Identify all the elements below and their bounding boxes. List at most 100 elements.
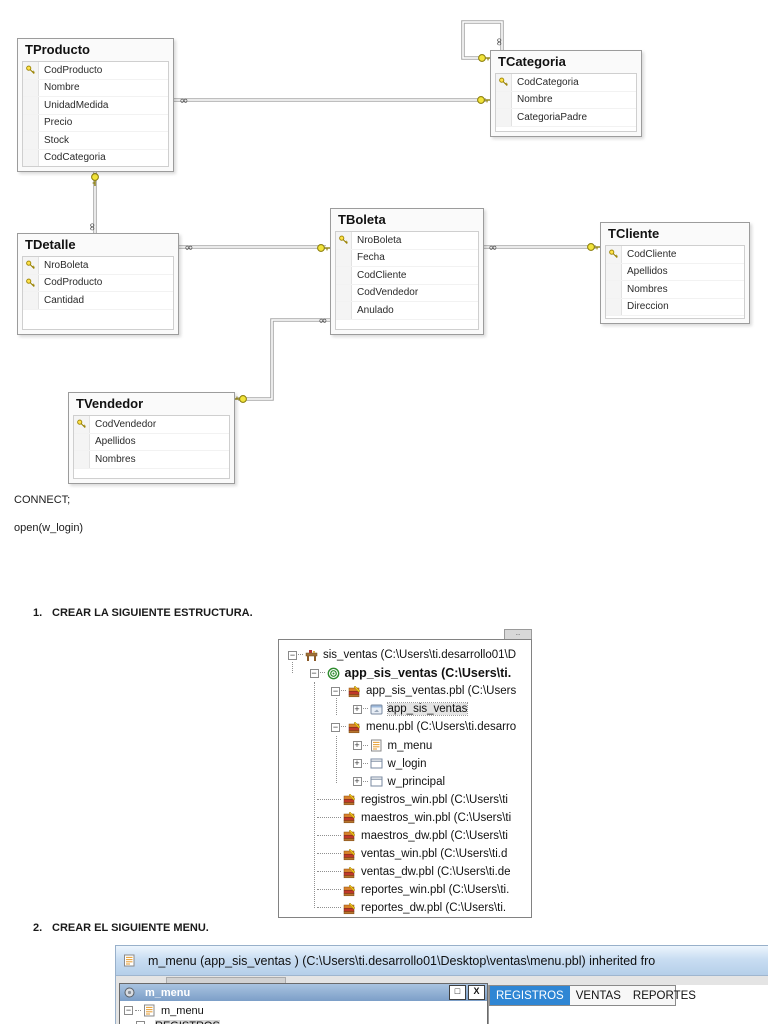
tree-item-app_sis_ventaspbl[interactable]: −app_sis_ventas.pbl (C:\Users — [279, 682, 531, 700]
window-icon — [370, 757, 384, 770]
library-icon — [348, 721, 362, 734]
db-column-row: CodCategoria — [496, 74, 636, 92]
tree-connector-dots — [317, 871, 341, 873]
row-selector-cell — [336, 267, 352, 284]
row-selector-cell — [74, 451, 90, 468]
tree-item-reportes_winpbl[interactable]: reportes_win.pbl (C:\Users\ti. — [279, 881, 531, 899]
key-icon — [234, 395, 247, 403]
collapse-icon[interactable]: − — [136, 1021, 145, 1024]
relation-lines: ∞ ∞ ∞ ∞ ∞ ∞ — [86, 20, 600, 403]
child-window-titlebar[interactable]: m_menu □ X — [120, 984, 487, 1001]
tree-connector-dots — [341, 690, 346, 692]
db-column-row: Nombre — [496, 91, 636, 109]
tree-connector-dots — [317, 853, 341, 855]
menu-tree-item-m_menu[interactable]: −m_menu — [120, 1003, 487, 1018]
db-column-name: NroBoleta — [44, 259, 89, 271]
db-column-row: CategoriaPadre — [496, 109, 636, 127]
primary-key-icon — [496, 74, 512, 91]
collapse-icon[interactable]: − — [124, 1005, 133, 1015]
tree-item-w_principal[interactable]: + w_principal — [279, 773, 531, 791]
expand-icon[interactable]: + — [352, 758, 362, 769]
collapse-icon[interactable]: − — [288, 649, 297, 660]
tree-item-label: w_principal — [387, 775, 446, 788]
tree-item-m_menu[interactable]: +m_menu — [279, 736, 531, 754]
menu-object-icon — [123, 986, 137, 999]
db-table-title: TBoleta — [338, 212, 386, 227]
collapse-icon[interactable]: − — [331, 721, 340, 732]
key-cardinality-symbols — [91, 54, 600, 403]
m-menu-child-window: m_menu □ X −m_menu−REGISTROS — [119, 983, 488, 1024]
close-button[interactable]: X — [468, 985, 485, 1000]
menu-preview-bar: REGISTROS VENTAS REPORTES — [489, 985, 696, 1006]
expand-icon[interactable]: + — [352, 776, 362, 787]
db-column-row: Nombres — [606, 281, 744, 299]
row-selector-cell — [74, 433, 90, 450]
tree-connector-dots — [341, 726, 346, 728]
tree-item-menupbl[interactable]: −menu.pbl (C:\Users\ti.desarro — [279, 718, 531, 736]
step-2-number: 2. — [33, 922, 43, 934]
tree-item-maestros_dwpbl[interactable]: maestros_dw.pbl (C:\Users\ti — [279, 827, 531, 845]
db-column-row: Apellidos — [74, 433, 229, 451]
db-table-title: TCategoria — [498, 54, 566, 69]
tree-item-registros_winpbl[interactable]: registros_win.pbl (C:\Users\ti — [279, 791, 531, 809]
tree-item-ventas_winpbl[interactable]: ventas_win.pbl (C:\Users\ti.d — [279, 845, 531, 863]
tree-guide-line — [336, 736, 337, 783]
menubar-item-reportes[interactable]: REPORTES — [632, 989, 696, 1002]
tree-item-label: reportes_win.pbl (C:\Users\ti. — [361, 884, 510, 897]
db-column-row: UnidadMedida — [23, 97, 168, 115]
key-icon — [587, 243, 600, 251]
menu-painter-window: m_menu (app_sis_ventas ) (C:\Users\ti.de… — [115, 945, 768, 1024]
db-table-title: TCliente — [608, 226, 660, 241]
db-column-row: Nombre — [23, 79, 168, 97]
row-selector-cell — [496, 91, 512, 108]
many-cardinality-symbols: ∞ ∞ ∞ ∞ ∞ ∞ — [86, 37, 506, 327]
db-column-name: Fecha — [357, 252, 385, 264]
tree-connector-dots — [362, 762, 368, 765]
menubar-item-ventas[interactable]: VENTAS — [575, 989, 621, 1002]
db-column-name: Direccion — [627, 301, 669, 313]
tree-item-app_sis_ventas[interactable]: − app_sis_ventas (C:\Users\ti. — [279, 664, 531, 682]
tree-item-label: app_sis_ventas (C:\Users\ti. — [344, 666, 512, 681]
menu-painter-body: m_menu □ X −m_menu−REGISTROS REGISTROS VE… — [116, 976, 768, 1024]
tree-rows: −sis_ventas (C:\Users\ti.desarrollo01\D−… — [279, 640, 531, 917]
step-2: 2. CREAR EL SIGUIENTE MENU. — [33, 922, 209, 934]
infinity-icon: ∞ — [86, 222, 99, 231]
db-column-row: NroBoleta — [336, 232, 478, 250]
db-column-name: Nombre — [517, 94, 553, 106]
tree-item-ventas_dwpbl[interactable]: ventas_dw.pbl (C:\Users\ti.de — [279, 863, 531, 881]
menu-painter-titlebar[interactable]: m_menu (app_sis_ventas ) (C:\Users\ti.de… — [116, 946, 768, 976]
row-selector-cell — [23, 292, 39, 309]
maximize-button[interactable]: □ — [449, 985, 466, 1000]
tree-item-sis_ventas[interactable]: −sis_ventas (C:\Users\ti.desarrollo01\D — [279, 646, 531, 664]
app-icon — [370, 703, 384, 716]
primary-key-icon — [23, 274, 39, 291]
db-column-name: CodVendedor — [357, 287, 419, 299]
tree-connector-dots — [317, 889, 341, 891]
collapse-icon[interactable]: − — [331, 685, 340, 696]
tree-item-app_sis_ventas[interactable]: +app_sis_ventas — [279, 700, 531, 718]
tree-item-reportes_dwpbl[interactable]: reportes_dw.pbl (C:\Users\ti. — [279, 899, 531, 917]
expand-icon[interactable]: + — [352, 703, 362, 714]
tree-item-maestros_winpbl[interactable]: maestros_win.pbl (C:\Users\ti — [279, 809, 531, 827]
expand-icon[interactable]: + — [352, 740, 362, 751]
db-column-name: Nombre — [44, 82, 80, 94]
db-column-row: NroBoleta — [23, 257, 173, 275]
tree-item-w_login[interactable]: +w_login — [279, 755, 531, 773]
menu-tree-item-registros[interactable]: −REGISTROS — [120, 1018, 487, 1024]
menubar-item-registros[interactable]: REGISTROS — [490, 986, 570, 1005]
row-selector-cell — [606, 281, 622, 298]
db-column-row: CodVendedor — [74, 416, 229, 434]
db-column-name: Nombres — [627, 283, 668, 295]
row-selector-cell — [606, 263, 622, 280]
db-column-name: Nombres — [95, 453, 136, 465]
collapse-icon[interactable]: − — [309, 667, 319, 678]
